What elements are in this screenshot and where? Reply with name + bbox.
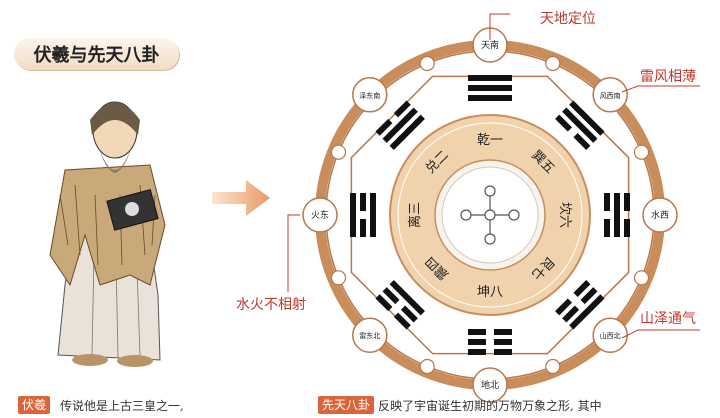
- trigram-line-broken: [555, 298, 573, 316]
- direction-label: 山西北: [600, 331, 621, 340]
- trigram-line-solid: [389, 114, 425, 150]
- trigram-6: [350, 193, 376, 237]
- trigram-line-broken: [624, 193, 630, 211]
- direction-node: [592, 77, 628, 113]
- direction-node: [642, 197, 678, 233]
- trigram-3: [555, 280, 605, 330]
- trigram-name-label: 离三: [407, 202, 423, 228]
- trigram-line-solid: [370, 193, 376, 237]
- trigram-line-broken: [555, 114, 573, 132]
- trigram-line-solid: [382, 107, 418, 143]
- trigram-5: [375, 280, 425, 330]
- ring-notch: [545, 55, 561, 72]
- trigram-line-solid: [562, 107, 598, 143]
- direction-label: 地北: [481, 379, 499, 391]
- ring-notch: [330, 144, 347, 160]
- trigram-line-broken: [468, 339, 486, 345]
- trigram-0: [468, 75, 512, 101]
- direction-label: 火东: [311, 209, 329, 221]
- fuxi-caption: 传说他是上古三皇之一,: [60, 399, 184, 413]
- direction-label: 雷东北: [359, 331, 380, 340]
- direction-node: [352, 317, 388, 353]
- direction-node: [352, 77, 388, 113]
- ring-notch: [633, 144, 650, 160]
- trigram-7: [375, 100, 425, 150]
- trigram-line-solid: [614, 193, 620, 237]
- callout-top: 天地定位: [540, 11, 596, 27]
- trigram-line-solid: [468, 95, 512, 101]
- ring-notch: [419, 55, 435, 72]
- callout-right-top: 雷风相薄: [640, 69, 696, 85]
- bagua-tag: 先天八卦: [318, 396, 375, 414]
- arrow-right-icon: [212, 180, 270, 216]
- trigram-4: [468, 329, 512, 355]
- trigram-line-broken: [393, 312, 411, 330]
- ring-notch: [419, 358, 435, 375]
- trigram-line-broken: [624, 219, 630, 237]
- ring-notch: [545, 358, 561, 375]
- trigram-line-broken: [375, 118, 393, 136]
- trigram-line-broken: [562, 305, 580, 323]
- trigram-line-broken: [468, 349, 486, 355]
- trigram-line-solid: [468, 75, 512, 81]
- direction-label: 风西南: [600, 91, 621, 100]
- trigram-line-broken: [494, 339, 512, 345]
- trigram-line-broken: [573, 132, 591, 150]
- trigram-1: [555, 100, 605, 150]
- trigram-name-label: 坤八: [477, 285, 503, 300]
- ring-notch: [330, 270, 347, 286]
- trigram-line-broken: [360, 219, 366, 237]
- trigram-2: [604, 193, 630, 237]
- trigram-line-broken: [393, 100, 411, 118]
- direction-label: 水西: [651, 209, 669, 221]
- trigram-line-broken: [375, 294, 393, 312]
- trigram-line-broken: [604, 193, 610, 211]
- trigram-line-broken: [400, 305, 418, 323]
- callout-left: 水火不相射: [236, 297, 306, 313]
- trigram-name-label: 坎六: [557, 202, 572, 228]
- fuxi-tag: 伏羲: [18, 396, 51, 414]
- callout-right-bottom: 山泽通气: [640, 311, 696, 327]
- ring-notch: [633, 270, 650, 286]
- page-title: 伏羲与先天八卦: [14, 38, 179, 70]
- trigram-line-broken: [573, 280, 591, 298]
- trigram-line-solid: [569, 294, 605, 330]
- trigram-line-broken: [468, 329, 486, 335]
- direction-node: [302, 197, 338, 233]
- trigram-line-broken: [580, 287, 598, 305]
- direction-label: 泽东南: [359, 91, 380, 100]
- trigram-line-broken: [494, 349, 512, 355]
- trigram-line-broken: [360, 193, 366, 211]
- trigram-line-broken: [604, 219, 610, 237]
- trigram-line-solid: [468, 85, 512, 91]
- trigram-line-broken: [494, 329, 512, 335]
- direction-label: 天南: [481, 39, 499, 51]
- bagua-caption: 反映了宇宙诞生初期的万物万象之形, 其中: [378, 399, 602, 413]
- trigram-name-label: 乾一: [477, 133, 503, 148]
- trigram-line-solid: [350, 193, 356, 237]
- trigram-line-solid: [569, 100, 605, 136]
- fuxi-figure: [49, 101, 166, 367]
- trigram-line-broken: [382, 287, 400, 305]
- trigram-line-solid: [389, 280, 425, 316]
- direction-node: [472, 367, 508, 403]
